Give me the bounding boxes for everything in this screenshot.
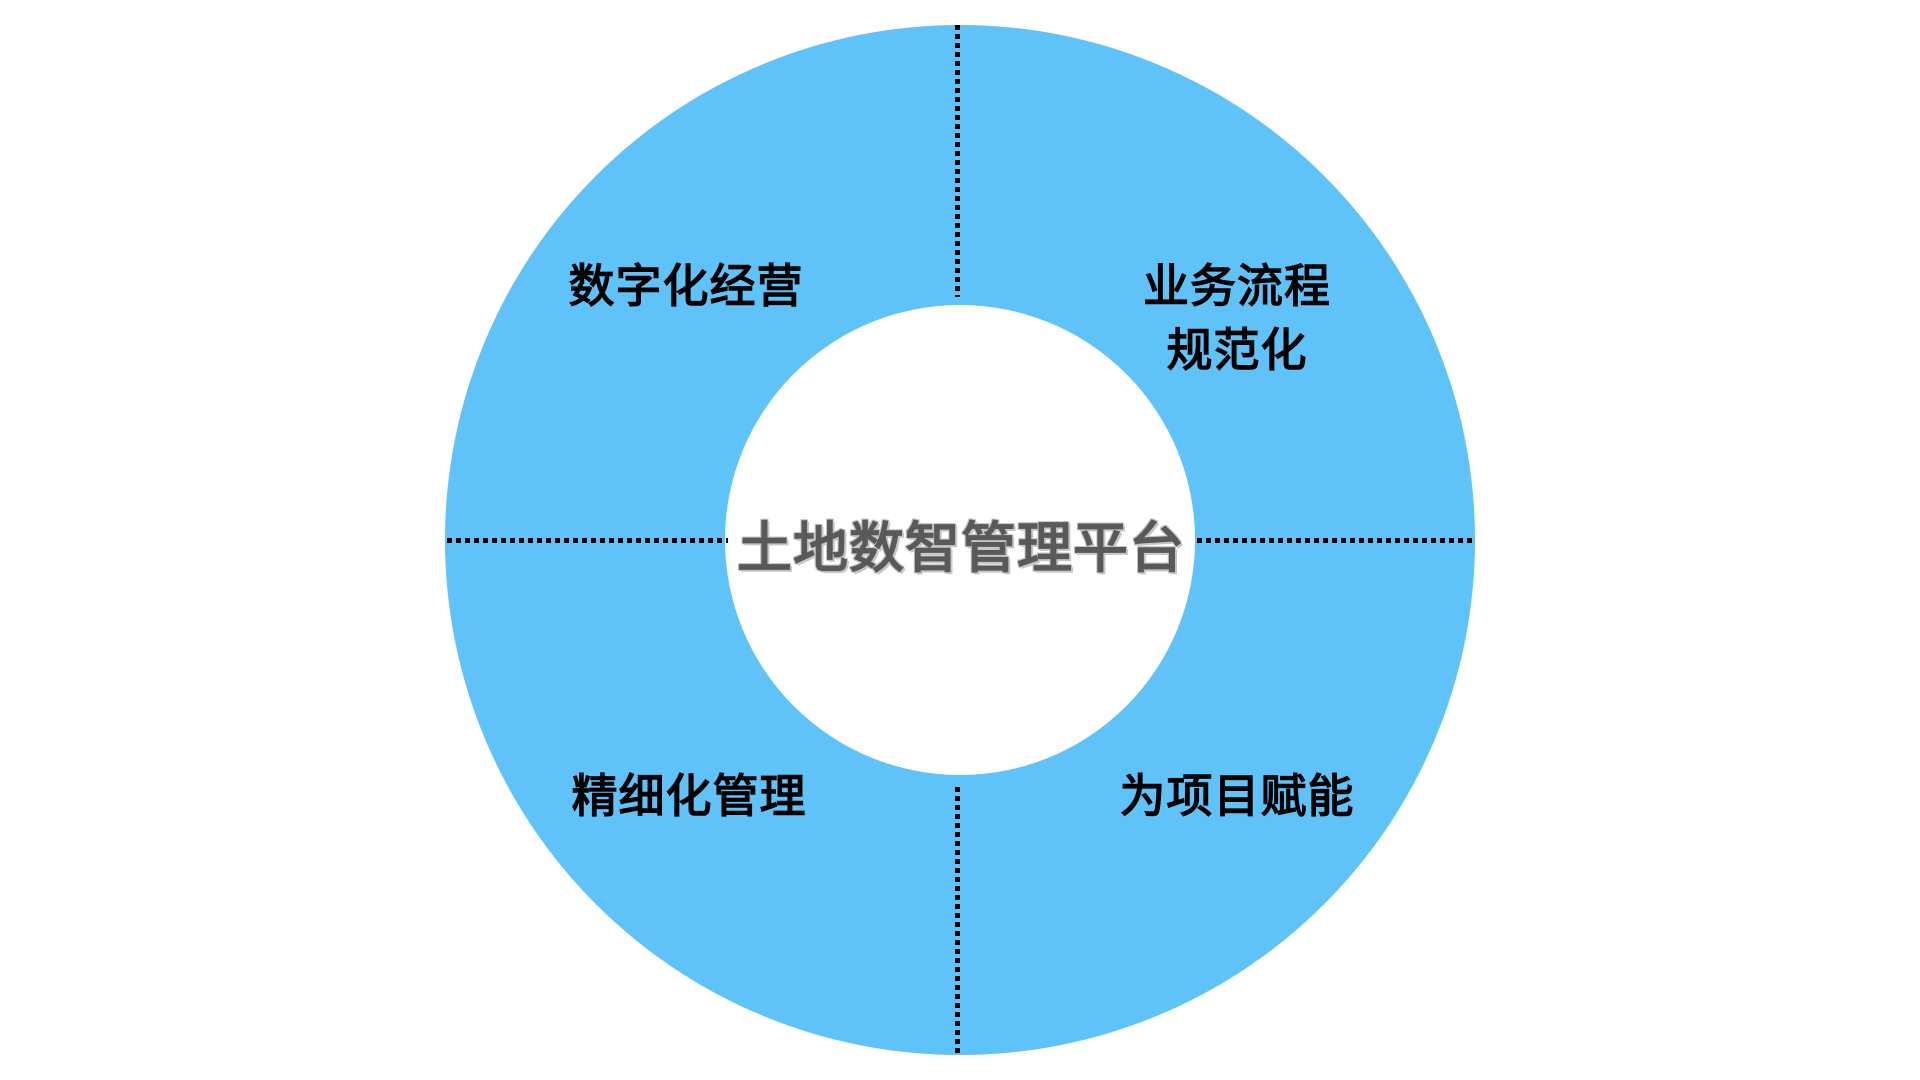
divider-top-vertical (955, 25, 960, 297)
quadrant-label-top-left: 数字化经营 (568, 260, 804, 312)
quadrant-label-top-right-line2: 规范化 (1166, 324, 1308, 376)
center-title: 土地数智管理平台 (736, 517, 1186, 579)
divider-bottom-vertical (955, 787, 960, 1054)
divider-right-horizontal (1197, 538, 1475, 543)
divider-left-horizontal (447, 538, 728, 543)
quadrant-label-top-right-line1: 业务流程 (1143, 260, 1331, 312)
quadrant-label-bottom-right: 为项目赋能 (1119, 770, 1355, 822)
quadrant-label-bottom-left: 精细化管理 (571, 770, 807, 822)
quadrant-label-top-right: 业务流程 规范化 (1143, 254, 1331, 382)
donut-hole (725, 305, 1195, 775)
